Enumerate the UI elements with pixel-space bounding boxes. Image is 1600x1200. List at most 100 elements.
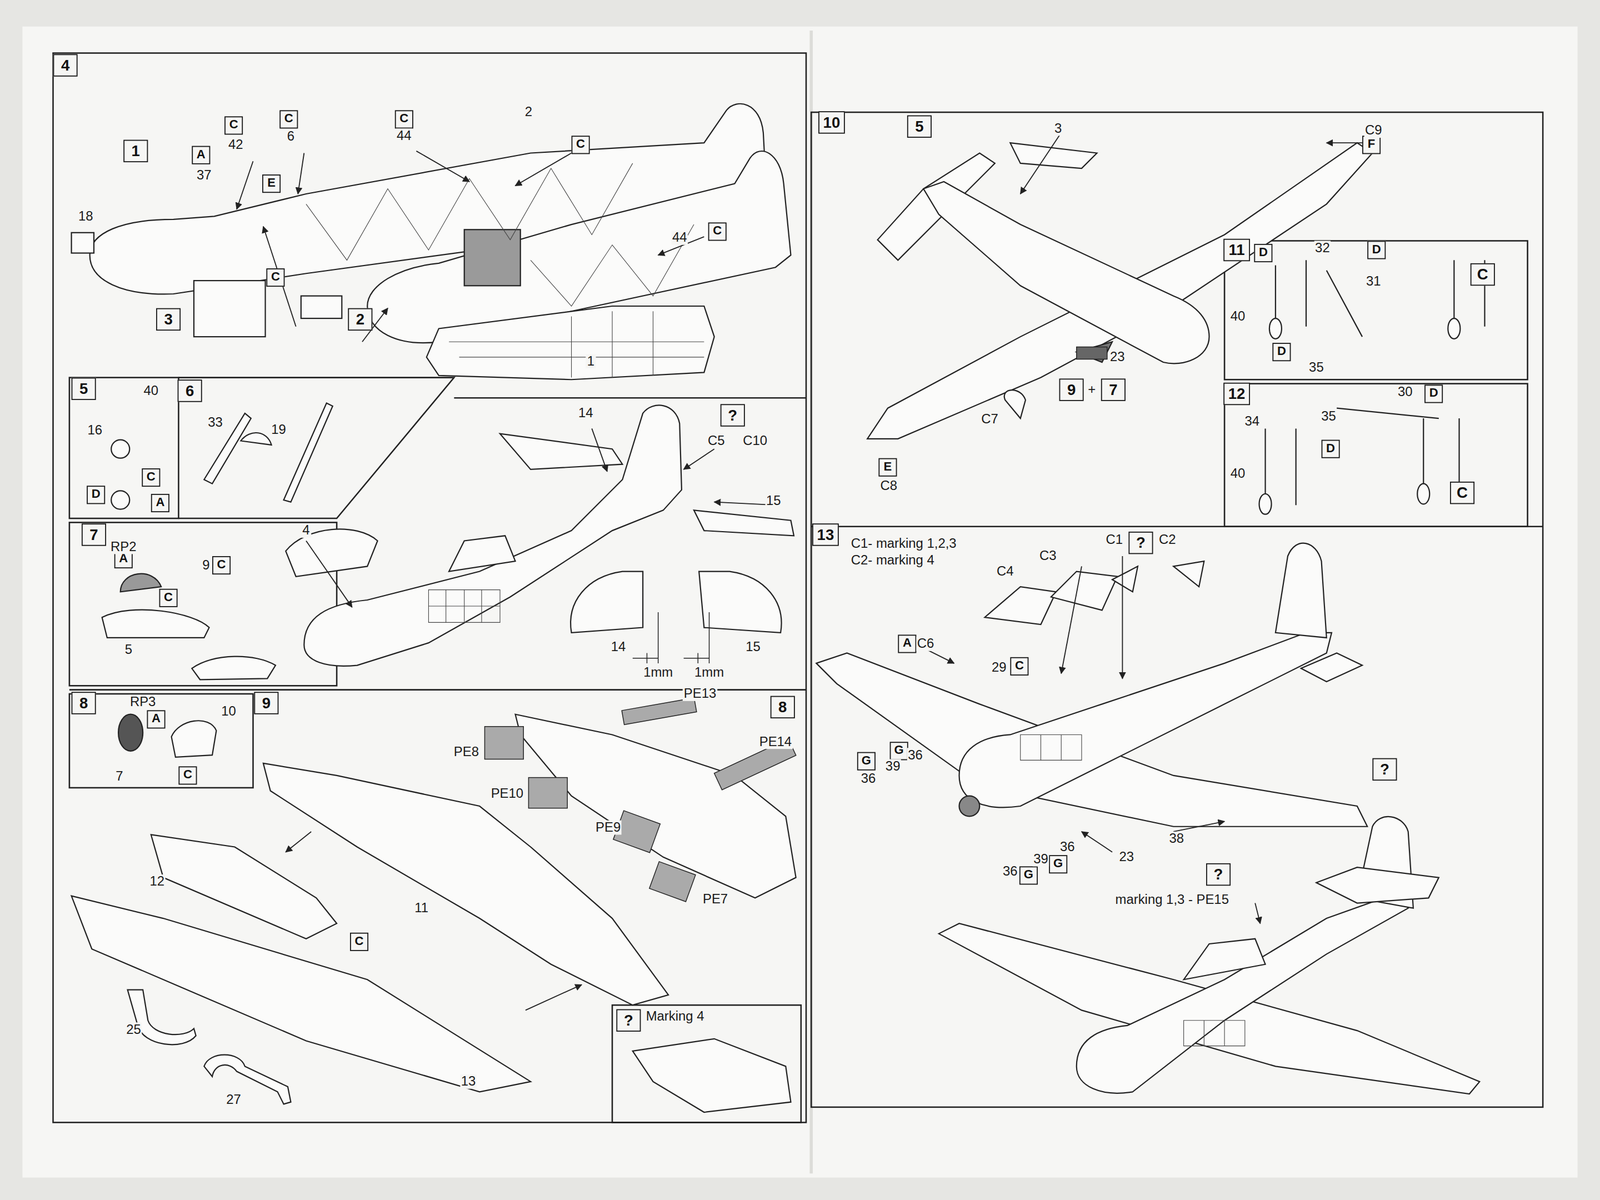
box-text: 9: [1067, 381, 1076, 399]
callout-number: PE9: [594, 820, 622, 835]
callout-number: 36: [1001, 863, 1019, 879]
callout-number: 33: [206, 415, 224, 430]
step-number-box: 2: [348, 308, 373, 330]
step-number-box: 3: [156, 308, 180, 330]
callout-number: 18: [77, 208, 94, 224]
sprue-letter-box: C: [350, 932, 368, 951]
callout-number: C3: [1038, 548, 1058, 564]
sprue-letter-box: G: [1049, 855, 1068, 874]
callout-number: 14: [577, 406, 594, 421]
box-text: 9: [262, 693, 271, 712]
callout-number: PE8: [452, 745, 480, 760]
box-text: 10: [823, 113, 841, 131]
box-text: ?: [1136, 533, 1146, 552]
sprue-letter-box: C: [159, 588, 178, 607]
box-text: A: [155, 495, 165, 510]
callout-number: 2: [523, 105, 534, 120]
callout-number: 44: [671, 230, 688, 245]
callout-number: C5: [706, 433, 726, 448]
callout-number: PE7: [701, 891, 729, 907]
box-text: 1: [131, 142, 140, 160]
callout-number: 42: [227, 137, 244, 153]
sprue-letter-box: E: [878, 458, 897, 477]
box-text: ?: [623, 1011, 634, 1029]
box-text: C: [712, 223, 722, 239]
box-text: C: [271, 269, 280, 284]
callout-number: 13: [460, 1074, 477, 1089]
box-text: 8: [778, 698, 787, 716]
sprue-letter-box: C: [266, 268, 285, 287]
step-number-box: 6: [177, 380, 202, 402]
callout-number: 40: [1229, 466, 1247, 481]
sprue-letter-box: A: [147, 710, 165, 729]
sprue-letter-box: F: [1362, 136, 1380, 154]
sprue-letter-box: C: [571, 136, 590, 154]
box-text: E: [267, 175, 276, 190]
box-text: ?: [1380, 760, 1390, 778]
box-text: C: [284, 111, 294, 127]
step-number-box: 12: [1223, 382, 1251, 405]
box-text: C: [355, 933, 364, 949]
sprue-letter-box: C: [280, 110, 298, 129]
box-text: G: [1053, 856, 1063, 871]
box-text: 5: [79, 380, 88, 398]
callout-number: 25: [125, 1022, 142, 1037]
sprue-letter-box: C: [395, 110, 413, 129]
box-text: C: [183, 767, 193, 783]
callout-number: 1mm: [693, 665, 725, 680]
box-text: G: [894, 743, 904, 758]
sprue-letter-box: D: [86, 486, 105, 504]
callout-number: 23: [1118, 850, 1135, 865]
callout-number: 36: [860, 771, 877, 786]
callout-number: 1: [586, 353, 596, 369]
box-text: A: [151, 711, 161, 727]
callout-number: C6: [916, 636, 935, 652]
sprue-letter-box: C: [178, 766, 197, 785]
callout-number: 15: [744, 639, 762, 654]
box-text: 2: [356, 310, 365, 328]
callout-number: 29: [990, 660, 1008, 675]
step-number-box: 13: [811, 523, 839, 546]
step-number-box: ?: [1372, 758, 1397, 780]
callout-number: 39: [884, 758, 902, 774]
box-text: C: [229, 117, 239, 133]
step-number-box: 8: [71, 692, 96, 714]
callout-number: 16: [86, 423, 104, 438]
box-text: D: [1429, 386, 1439, 401]
callout-number: Marking 4: [645, 1008, 706, 1024]
sprue-letter-box: D: [1367, 241, 1386, 259]
callout-number: C9: [1363, 123, 1383, 138]
box-text: C: [576, 136, 585, 152]
callout-number: 40: [142, 383, 160, 398]
callout-number: C1- marking 1,2,3: [850, 536, 958, 552]
callout-number: C7: [980, 412, 1000, 427]
step-number-box: 11: [1223, 238, 1250, 261]
callout-number: 1mm: [642, 665, 674, 680]
box-text: D: [1277, 343, 1287, 359]
step-number-box: C: [1470, 263, 1495, 285]
callout-number: 10: [220, 703, 237, 719]
step-number-box: 1: [123, 140, 148, 162]
box-text: C: [1015, 658, 1024, 673]
callout-number: 31: [1365, 274, 1382, 289]
callout-number: 4: [301, 523, 312, 538]
box-text: 5: [915, 117, 924, 135]
box-text: A: [196, 147, 206, 162]
box-text: D: [1326, 441, 1335, 456]
box-text: 7: [1108, 381, 1118, 399]
sprue-letter-box: C: [142, 468, 160, 487]
step-number-box: 8: [770, 696, 795, 718]
callout-number: PE13: [682, 686, 718, 702]
box-text: D: [91, 486, 101, 502]
callout-number: 23: [1108, 350, 1126, 365]
sprue-letter-box: G: [890, 742, 908, 760]
box-text: C: [399, 111, 409, 127]
sprue-letter-box: C: [1010, 657, 1029, 675]
sprue-letter-box: C: [212, 556, 230, 574]
callout-number: C2- marking 4: [850, 552, 936, 568]
callout-number: 6: [286, 129, 296, 144]
step-number-box: 7: [1101, 378, 1125, 401]
callout-number: 7: [114, 769, 124, 784]
